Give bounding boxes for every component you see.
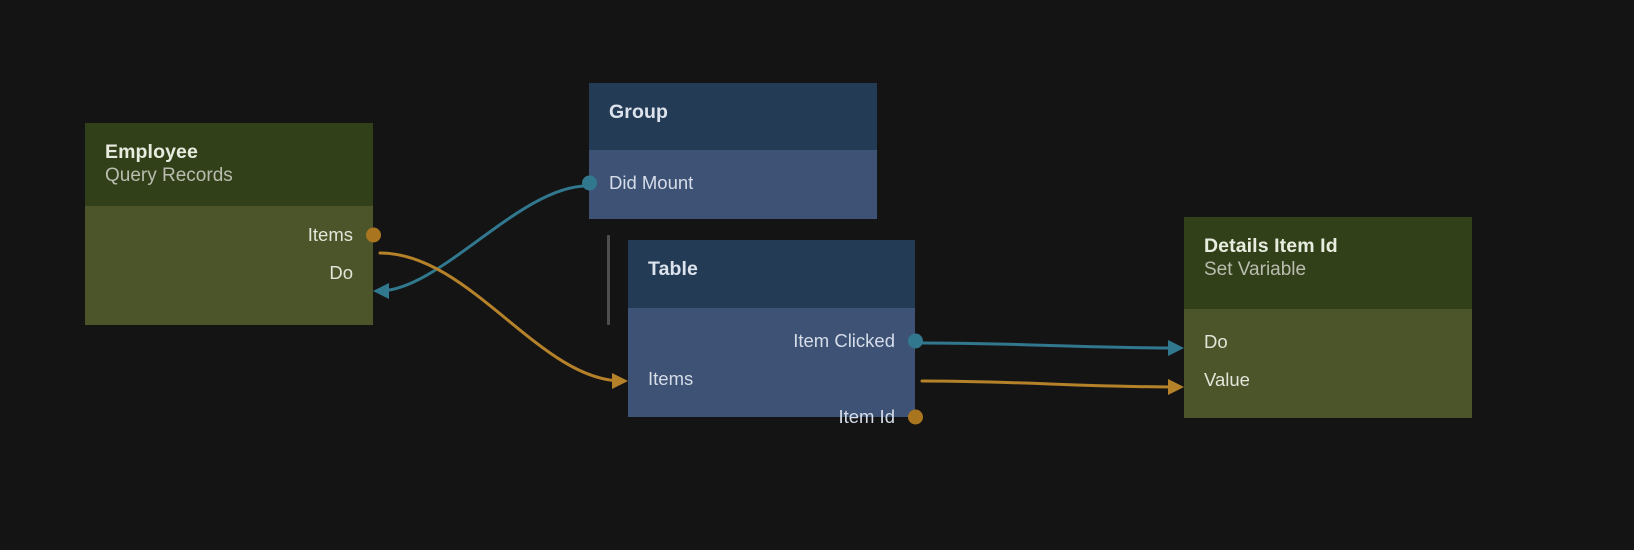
edge-arrowhead-icon	[612, 373, 628, 389]
port-dot-teal-icon[interactable]	[581, 175, 597, 191]
port-label: Did Mount	[609, 171, 694, 193]
port-details-item-id-value[interactable]: Value	[1184, 361, 1472, 399]
edge-group-didmount-to-employee-do[interactable]	[377, 184, 589, 293]
nest-bracket-group-child-indicator	[607, 235, 610, 325]
node-title-group: Group	[609, 101, 668, 123]
edge-table-itemclicked-to-details-do[interactable]	[920, 341, 1180, 350]
port-employee-do[interactable]: Do	[85, 254, 373, 292]
port-dot-teal-icon[interactable]	[907, 333, 923, 349]
node-body-group: Did Mount	[581, 150, 877, 219]
node-title-table: Table	[648, 258, 698, 280]
edge-employee-items-to-table-items[interactable]	[378, 251, 624, 383]
edge-table-itemid-to-details-value[interactable]	[920, 379, 1180, 389]
port-group-did-mount[interactable]: Did Mount	[581, 164, 877, 202]
port-details-item-id-do[interactable]: Do	[1184, 323, 1472, 361]
port-label: Value	[1204, 368, 1250, 390]
port-table-item-clicked[interactable]: Item Clicked	[628, 322, 923, 360]
edge-arrowhead-icon	[373, 283, 389, 299]
port-table-item-id[interactable]: Item Id	[628, 398, 923, 436]
node-title-details-item-id: Details Item Id	[1204, 235, 1338, 257]
edge-arrowhead-icon	[1168, 379, 1184, 395]
port-label: Items	[648, 367, 694, 389]
edge-arrowhead-icon	[1168, 340, 1184, 356]
port-label: Do	[329, 261, 353, 283]
node-header-group[interactable]: Group	[589, 83, 877, 150]
port-label: Item Id	[838, 405, 895, 427]
node-subtitle-employee: Query Records	[105, 165, 233, 186]
port-label: Do	[1204, 330, 1228, 352]
port-dot-orange-icon[interactable]	[365, 227, 381, 243]
port-label: Items	[307, 223, 353, 245]
port-employee-items[interactable]: Items	[85, 216, 381, 254]
port-label: Item Clicked	[793, 329, 895, 351]
port-table-items[interactable]: Items	[628, 360, 915, 398]
port-dot-orange-icon[interactable]	[907, 409, 923, 425]
node-title-employee: Employee	[105, 141, 198, 163]
node-header-table[interactable]: Table	[628, 240, 915, 308]
node-subtitle-details-item-id: Set Variable	[1204, 259, 1307, 280]
